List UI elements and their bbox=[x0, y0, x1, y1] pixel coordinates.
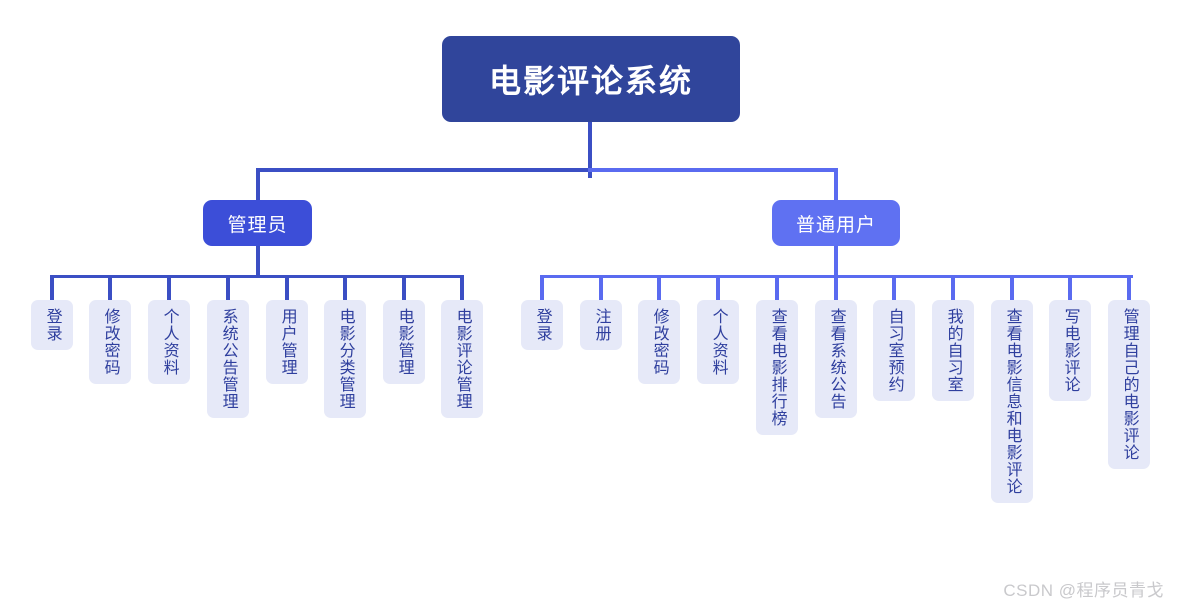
connector-user-drop bbox=[1010, 275, 1014, 300]
connector-user-drop bbox=[540, 275, 544, 300]
connector-user-drop bbox=[892, 275, 896, 300]
connector-admin-drop bbox=[167, 275, 171, 300]
connector-admin-bus bbox=[51, 275, 462, 278]
csdn-watermark: CSDN @程序员青戈 bbox=[1003, 581, 1164, 600]
connector-drop-admin bbox=[256, 168, 260, 200]
node-leaf-user-write-review[interactable]: 写电影评论 bbox=[1049, 300, 1091, 401]
connector-user-drop bbox=[1068, 275, 1072, 300]
connector-admin-stem bbox=[256, 246, 260, 278]
node-leaf-user-login[interactable]: 登录 bbox=[521, 300, 563, 350]
node-leaf-user-profile[interactable]: 个人资料 bbox=[697, 300, 739, 384]
node-root-movie-review-system[interactable]: 电影评论系统 bbox=[442, 36, 740, 122]
connector-level2-bus-left bbox=[256, 168, 590, 172]
node-leaf-user-register[interactable]: 注册 bbox=[580, 300, 622, 350]
node-leaf-user-view-announcement[interactable]: 查看系统公告 bbox=[815, 300, 857, 418]
node-leaf-admin-profile[interactable]: 个人资料 bbox=[148, 300, 190, 384]
node-leaf-admin-movie-category-mgmt[interactable]: 电影分类管理 bbox=[324, 300, 366, 418]
connector-admin-drop bbox=[402, 275, 406, 300]
connector-user-drop bbox=[951, 275, 955, 300]
connector-drop-user bbox=[834, 168, 838, 200]
connector-admin-drop bbox=[285, 275, 289, 300]
connector-user-drop bbox=[657, 275, 661, 300]
node-branch-user[interactable]: 普通用户 bbox=[772, 200, 900, 246]
node-leaf-admin-movie-mgmt[interactable]: 电影管理 bbox=[383, 300, 425, 384]
node-leaf-user-change-password[interactable]: 修改密码 bbox=[638, 300, 680, 384]
node-branch-admin[interactable]: 管理员 bbox=[203, 200, 312, 246]
connector-root-stem bbox=[588, 122, 592, 178]
node-leaf-admin-login[interactable]: 登录 bbox=[31, 300, 73, 350]
node-leaf-admin-change-password[interactable]: 修改密码 bbox=[89, 300, 131, 384]
connector-level2-bus-right bbox=[588, 168, 836, 172]
connector-user-drop bbox=[834, 275, 838, 300]
node-leaf-admin-movie-review-mgmt[interactable]: 电影评论管理 bbox=[441, 300, 483, 418]
node-leaf-user-movie-ranking[interactable]: 查看电影排行榜 bbox=[756, 300, 798, 435]
connector-admin-drop bbox=[343, 275, 347, 300]
node-leaf-user-manage-own-reviews[interactable]: 管理自己的电影评论 bbox=[1108, 300, 1150, 469]
connector-admin-drop bbox=[108, 275, 112, 300]
connector-admin-drop bbox=[460, 275, 464, 300]
node-leaf-admin-announcement-mgmt[interactable]: 系统公告管理 bbox=[207, 300, 249, 418]
connector-user-drop bbox=[1127, 275, 1131, 300]
connector-user-drop bbox=[599, 275, 603, 300]
node-leaf-user-my-study-room[interactable]: 我的自习室 bbox=[932, 300, 974, 401]
connector-user-drop bbox=[775, 275, 779, 300]
connector-user-stem bbox=[834, 246, 838, 278]
connector-admin-drop bbox=[226, 275, 230, 300]
connector-user-drop bbox=[716, 275, 720, 300]
node-leaf-admin-user-mgmt[interactable]: 用户管理 bbox=[266, 300, 308, 384]
connector-admin-drop bbox=[50, 275, 54, 300]
node-leaf-user-view-movie-info[interactable]: 查看电影信息和电影评论 bbox=[991, 300, 1033, 503]
node-leaf-user-study-room-booking[interactable]: 自习室预约 bbox=[873, 300, 915, 401]
